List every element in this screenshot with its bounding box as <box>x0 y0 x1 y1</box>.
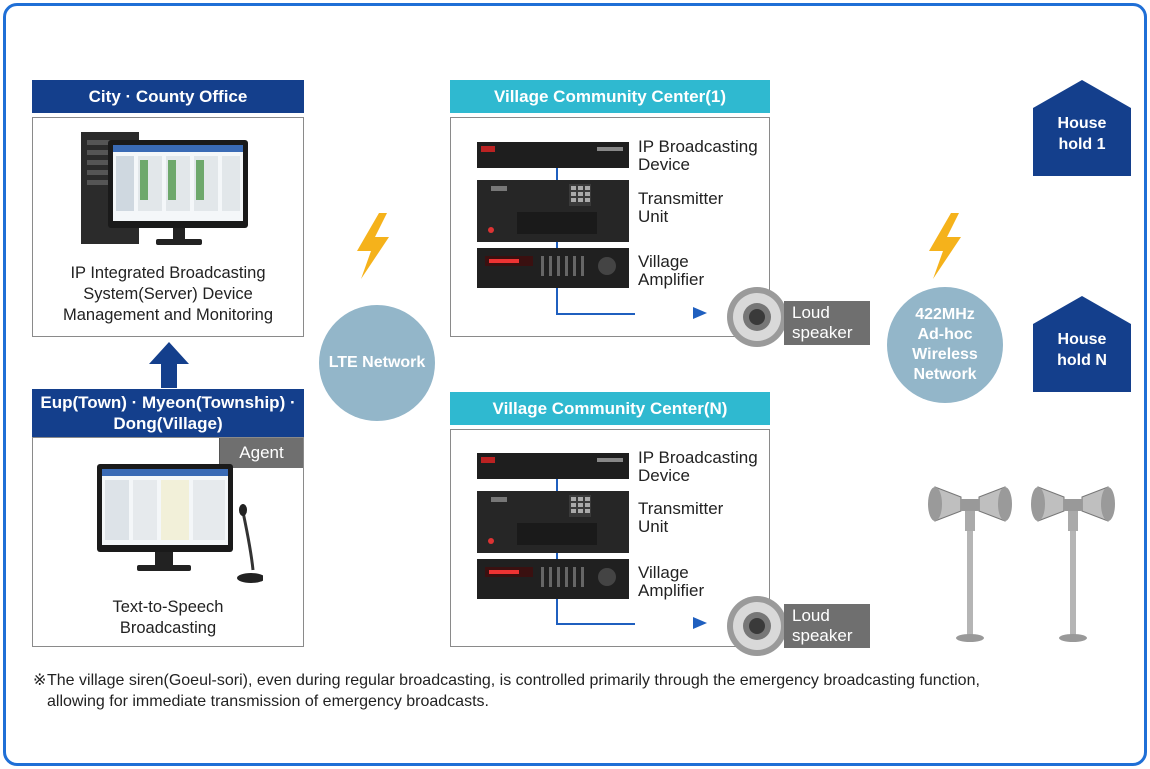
agent-workstation-image <box>97 464 263 583</box>
agent-tag: Agent <box>219 438 303 468</box>
city-office-header: City · County Office <box>32 80 304 113</box>
agent-office-header: Eup(Town) · Myeon(Township) · Dong(Villa… <box>32 389 304 437</box>
footnote: ※The village siren(Goeul-sori), even dur… <box>33 672 980 710</box>
household-1: House hold 1 <box>1033 80 1131 176</box>
microphone <box>241 511 255 571</box>
village-center-1-box: IP Broadcasting Device Transmitter Unit … <box>450 117 770 337</box>
siren-pole-icon <box>1031 486 1115 642</box>
city-office-box: IP Integrated Broadcasting System(Server… <box>32 117 304 337</box>
village-center-n-header: Village Community Center(N) <box>450 392 770 425</box>
arrowhead-icon <box>693 307 707 319</box>
equipment-rack-1 <box>477 142 635 315</box>
ip-broadcasting-device-label: IP Broadcasting Device <box>638 448 758 485</box>
lightning-bolt-icon <box>357 213 389 279</box>
ip-broadcasting-device-label: IP Broadcasting Device <box>638 137 758 174</box>
household-n: House hold N <box>1033 296 1131 392</box>
village-amplifier-label: Village Amplifier <box>638 252 705 289</box>
loudspeaker-tag-n: Loud speaker <box>784 604 870 648</box>
household-n-label: House hold N <box>1057 331 1107 369</box>
arrowhead-icon <box>693 617 707 629</box>
footnote-mark: ※ <box>33 672 47 689</box>
up-arrow <box>149 342 189 388</box>
village-center-n-box: IP Broadcasting Device Transmitter Unit … <box>450 429 770 647</box>
loudspeaker-tag-1: Loud speaker <box>784 301 870 345</box>
lte-network-circle: LTE Network <box>319 305 435 421</box>
ip-broadcasting-device-image <box>477 142 629 168</box>
server-workstation-image <box>81 132 248 245</box>
siren-pole-icon <box>928 486 1012 642</box>
ip-broadcasting-device-image <box>477 453 629 479</box>
agent-office-box: Agent Text-to-Speech Broadcasting <box>32 437 304 647</box>
city-office-caption: IP Integrated Broadcasting System(Server… <box>62 264 274 324</box>
equipment-rack-n <box>477 453 635 625</box>
agent-office-caption: Text-to-Speech Broadcasting <box>112 598 224 637</box>
transmitter-unit-label: Transmitter Unit <box>638 499 724 536</box>
household-1-label: House hold 1 <box>1057 115 1107 153</box>
village-center-1-header: Village Community Center(1) <box>450 80 770 113</box>
house-icon <box>1033 296 1131 392</box>
wireless-network-circle: 422MHz Ad-hoc Wireless Network <box>887 287 1003 403</box>
loudspeaker-icon <box>727 596 787 656</box>
village-amplifier-label: Village Amplifier <box>638 563 705 600</box>
loudspeaker-icon <box>727 287 787 347</box>
lightning-bolt-icon <box>929 213 961 279</box>
house-icon <box>1033 80 1131 176</box>
city-office-title: City · County Office <box>88 87 248 106</box>
transmitter-unit-label: Transmitter Unit <box>638 189 724 226</box>
